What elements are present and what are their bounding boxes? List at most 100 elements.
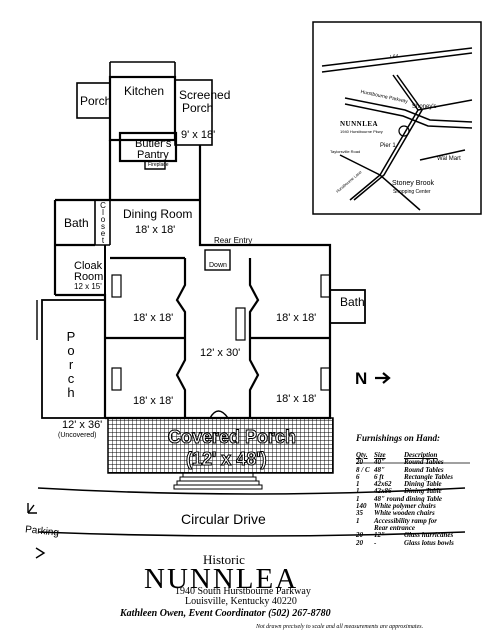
dining-room-dim: 18' x 18': [135, 224, 176, 236]
furnishings-qty: 140: [356, 502, 367, 511]
furnishings-description: Round Tables: [404, 465, 444, 474]
map-pier1-label: Pier 1: [380, 143, 396, 149]
furnishings-row: 8 / C 48" Round Tables: [356, 465, 481, 474]
furnishings-size: White wooden chairs: [374, 509, 435, 518]
butlers-pantry: [118, 131, 178, 163]
side-porch-dim: 12' x 36': [62, 419, 103, 431]
room-dim-center-hall: 12' x 30': [200, 347, 241, 359]
furnishings-header: Qty. Size Description: [356, 451, 438, 459]
brand-address-1: 1940 South Hurstbourne Parkway: [175, 586, 311, 597]
brand-address-2: Louisville, Kentucky 40220: [185, 596, 297, 607]
parking-arrow-icon: [27, 503, 37, 514]
furnishings-row: Rear entrance: [356, 523, 481, 532]
covered-porch-label: Covered Porch: [167, 427, 297, 447]
furnishings-size: Rear entrance: [374, 523, 416, 532]
furnishings-qty: 6: [356, 472, 360, 481]
map-nunnlea-label: NUNNLEA: [340, 120, 379, 128]
furnishings-row: 20 - Glass lotus bowls: [356, 538, 481, 547]
furnishings-description: Round Tables: [404, 458, 444, 467]
cloak-room-label: Cloak: [74, 260, 103, 272]
furnishings-size: 6 ft: [374, 472, 384, 481]
covered-porch-dim: (12' x 48'): [186, 449, 268, 469]
furnishings-description: Dining Table: [404, 487, 442, 496]
map-shoneys-label: Shoney's: [412, 104, 437, 110]
porch-small: [76, 82, 111, 119]
furnishings-size: Accessibility ramp for: [374, 516, 437, 525]
furnishings-size: 42x62: [374, 480, 392, 489]
location-map-frame: [312, 21, 482, 215]
brand-historic: Historic: [203, 552, 245, 567]
screened-porch-label-2: Porch: [182, 101, 214, 115]
furnishings-row: 1 Accessibility ramp for: [356, 516, 481, 525]
room-dim-rear-left: 18' x 18': [133, 395, 174, 407]
furnishings-qty: 1: [356, 516, 360, 525]
circular-drive-label: Circular Drive: [181, 511, 266, 527]
furnishings-qty: 1: [356, 487, 360, 496]
furnishings-row: 35 White wooden chairs: [356, 509, 481, 518]
room-dim-rear-right: 18' x 18': [276, 393, 317, 405]
dining-room-label: Dining Room: [123, 207, 193, 221]
furnishings-qty: 35: [356, 509, 363, 518]
furnishings-size: White polymer chairs: [374, 502, 436, 511]
furnishings-size: 42x86: [374, 487, 392, 496]
furnishings-size: 48": [374, 465, 385, 474]
furnishings-size: 40": [374, 458, 385, 467]
furnishings-description: Dining Table: [404, 480, 442, 489]
screened-porch: [174, 79, 213, 146]
coordinator-contact: Kathleen Owen, Event Coordinator (502) 2…: [120, 608, 331, 619]
furnishings-qty: 8 / C: [356, 465, 370, 474]
furnishings-row: 6 6 ft Rectangle Tables: [356, 472, 481, 481]
bath-right-label: Bath: [340, 295, 365, 309]
furnishings-description: Glass lotus bowls: [404, 538, 454, 547]
furnishings-description: Rectangle Tables: [404, 472, 453, 481]
furnishings-qty: 1: [356, 480, 360, 489]
down-label: Down: [209, 262, 227, 269]
map-shopping-label: Shopping Center: [393, 189, 431, 195]
furnishings-row: 1 42x86 Dining Table: [356, 487, 481, 496]
fireplace-note: Fireplace: [148, 162, 169, 168]
room-dim-front-right: 18' x 18': [276, 312, 317, 324]
furnishings-qty: 20: [356, 531, 363, 540]
drive-arrow-icon: [35, 547, 46, 559]
screened-porch-dim: 9' x 18': [181, 129, 216, 141]
furnishings-row: 20 12" Glass hurricanes: [356, 531, 481, 540]
furnishings-row: 20 40" Round Tables: [356, 458, 481, 467]
disclaimer: Not drawn precisely to scale and all mea…: [256, 624, 424, 630]
butlers-pantry-label-2: Pantry: [137, 149, 169, 161]
furnishings-qty: 20: [356, 538, 363, 547]
map-nunnlea-address: 1940 Hurstbourne Pkwy: [340, 129, 383, 134]
furnishings-size: -: [374, 538, 377, 547]
map-i64-label: I-64: [389, 53, 399, 61]
butlers-pantry-label: Butler's: [135, 138, 172, 150]
north-arrow: [375, 372, 391, 384]
room-dim-front-left: 18' x 18': [133, 312, 174, 324]
furnishings-row: 1 42x62 Dining Table: [356, 480, 481, 489]
furnishings-row: 1 48" round dining Table: [356, 494, 481, 503]
north-label: N: [355, 369, 368, 388]
kitchen-label: Kitchen: [124, 84, 165, 98]
rear-entry-label: Rear Entry: [214, 236, 253, 245]
porch-small-label: Porch: [80, 94, 112, 108]
furnishings-qty: 20: [356, 458, 363, 467]
location-map-roads: [321, 47, 473, 211]
furnishings-description: Glass hurricanes: [404, 531, 454, 540]
cloak-room-dim: 12 x 15': [74, 282, 102, 291]
screened-porch-label: Screened: [179, 88, 231, 102]
map-location-marker: [398, 125, 410, 137]
map-taylorsville-label: Taylorsville Road: [330, 149, 361, 154]
cloak-room-label-2: Room: [74, 271, 104, 283]
bath-left-label: Bath: [64, 216, 89, 230]
side-porch-note: (Uncovered): [58, 432, 97, 439]
furnishings-size: 12": [374, 531, 385, 540]
furnishings-qty: 1: [356, 494, 360, 503]
map-stoneybrook-label: Stoney Brook: [392, 180, 435, 187]
brand-name: NUNNLEA: [144, 563, 299, 595]
furnishings-row: 140 White polymer chairs: [356, 502, 481, 511]
map-walmart-label: Wal Mart: [437, 156, 461, 162]
furnishings-title: Furnishings on Hand:: [356, 433, 441, 443]
furnishings-size: 48" round dining Table: [374, 494, 443, 503]
